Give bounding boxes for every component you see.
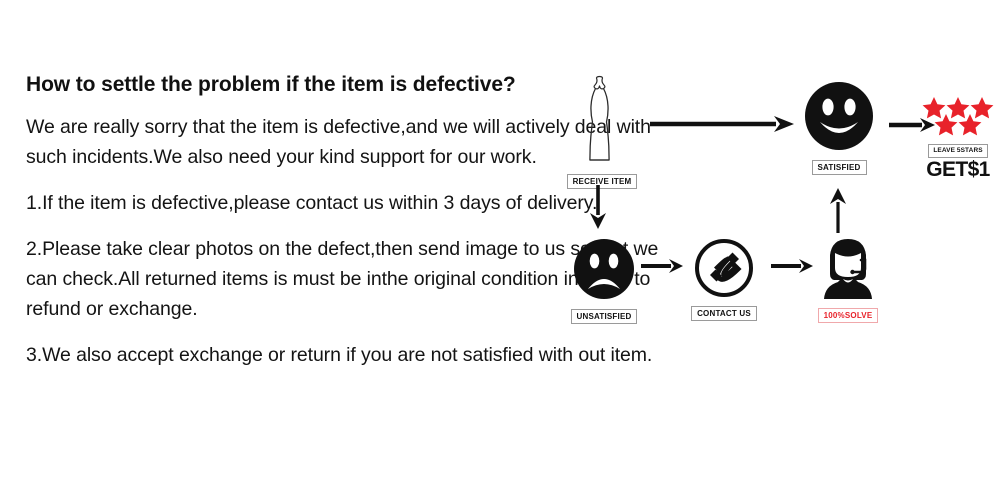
- policy-item-3: 3.We also accept exchange or return if y…: [26, 344, 653, 366]
- five-stars-icon: [916, 95, 1000, 139]
- flow-node-reward: LEAVE 5STARS GET$1: [916, 95, 1000, 181]
- dress-icon: [558, 74, 646, 171]
- reward-amount-label: GET$1: [926, 158, 990, 181]
- flow-caption-satisfied: SATISFIED: [811, 160, 867, 175]
- flow-caption-contact-us: CONTACT US: [691, 306, 757, 321]
- policy-item-2: 2.Please take clear photos on the defect…: [26, 238, 659, 320]
- arrow-unsatisfied-to-contact: [640, 258, 684, 279]
- sad-face-icon: [558, 237, 650, 306]
- flow-node-unsatisfied: UNSATISFIED: [558, 237, 650, 324]
- instructions-text-block: How to settle the problem if the item is…: [26, 70, 666, 370]
- smiley-face-icon: [790, 80, 888, 157]
- return-process-flowchart: RECEIVE ITEM SATISFIED: [548, 62, 1000, 352]
- arrow-solved-to-satisfied: [829, 186, 847, 239]
- arrow-satisfied-to-reward: [888, 117, 936, 138]
- flow-node-contact-us: CONTACT US: [676, 238, 772, 321]
- page-title: How to settle the problem if the item is…: [26, 73, 516, 96]
- apology-paragraph: We are really sorry that the item is def…: [26, 116, 651, 168]
- policy-item-1: 1.If the item is defective,please contac…: [26, 192, 598, 214]
- arrow-receive-to-satisfied: [648, 115, 796, 138]
- flow-caption-receive-item: RECEIVE ITEM: [566, 174, 638, 189]
- arrow-contact-to-solved: [770, 258, 814, 279]
- flow-caption-solved: 100%SOLVE: [817, 308, 879, 323]
- flow-node-receive-item: RECEIVE ITEM: [558, 74, 646, 189]
- phone-icon: [676, 238, 772, 303]
- flow-node-solved: 100%SOLVE: [796, 238, 900, 323]
- arrow-receive-to-unsatisfied: [589, 184, 607, 235]
- support-agent-icon: [796, 238, 900, 305]
- flow-caption-unsatisfied: UNSATISFIED: [570, 309, 638, 324]
- flow-caption-leave-5stars: LEAVE 5STARS: [928, 144, 988, 158]
- flow-node-satisfied: SATISFIED: [790, 80, 888, 175]
